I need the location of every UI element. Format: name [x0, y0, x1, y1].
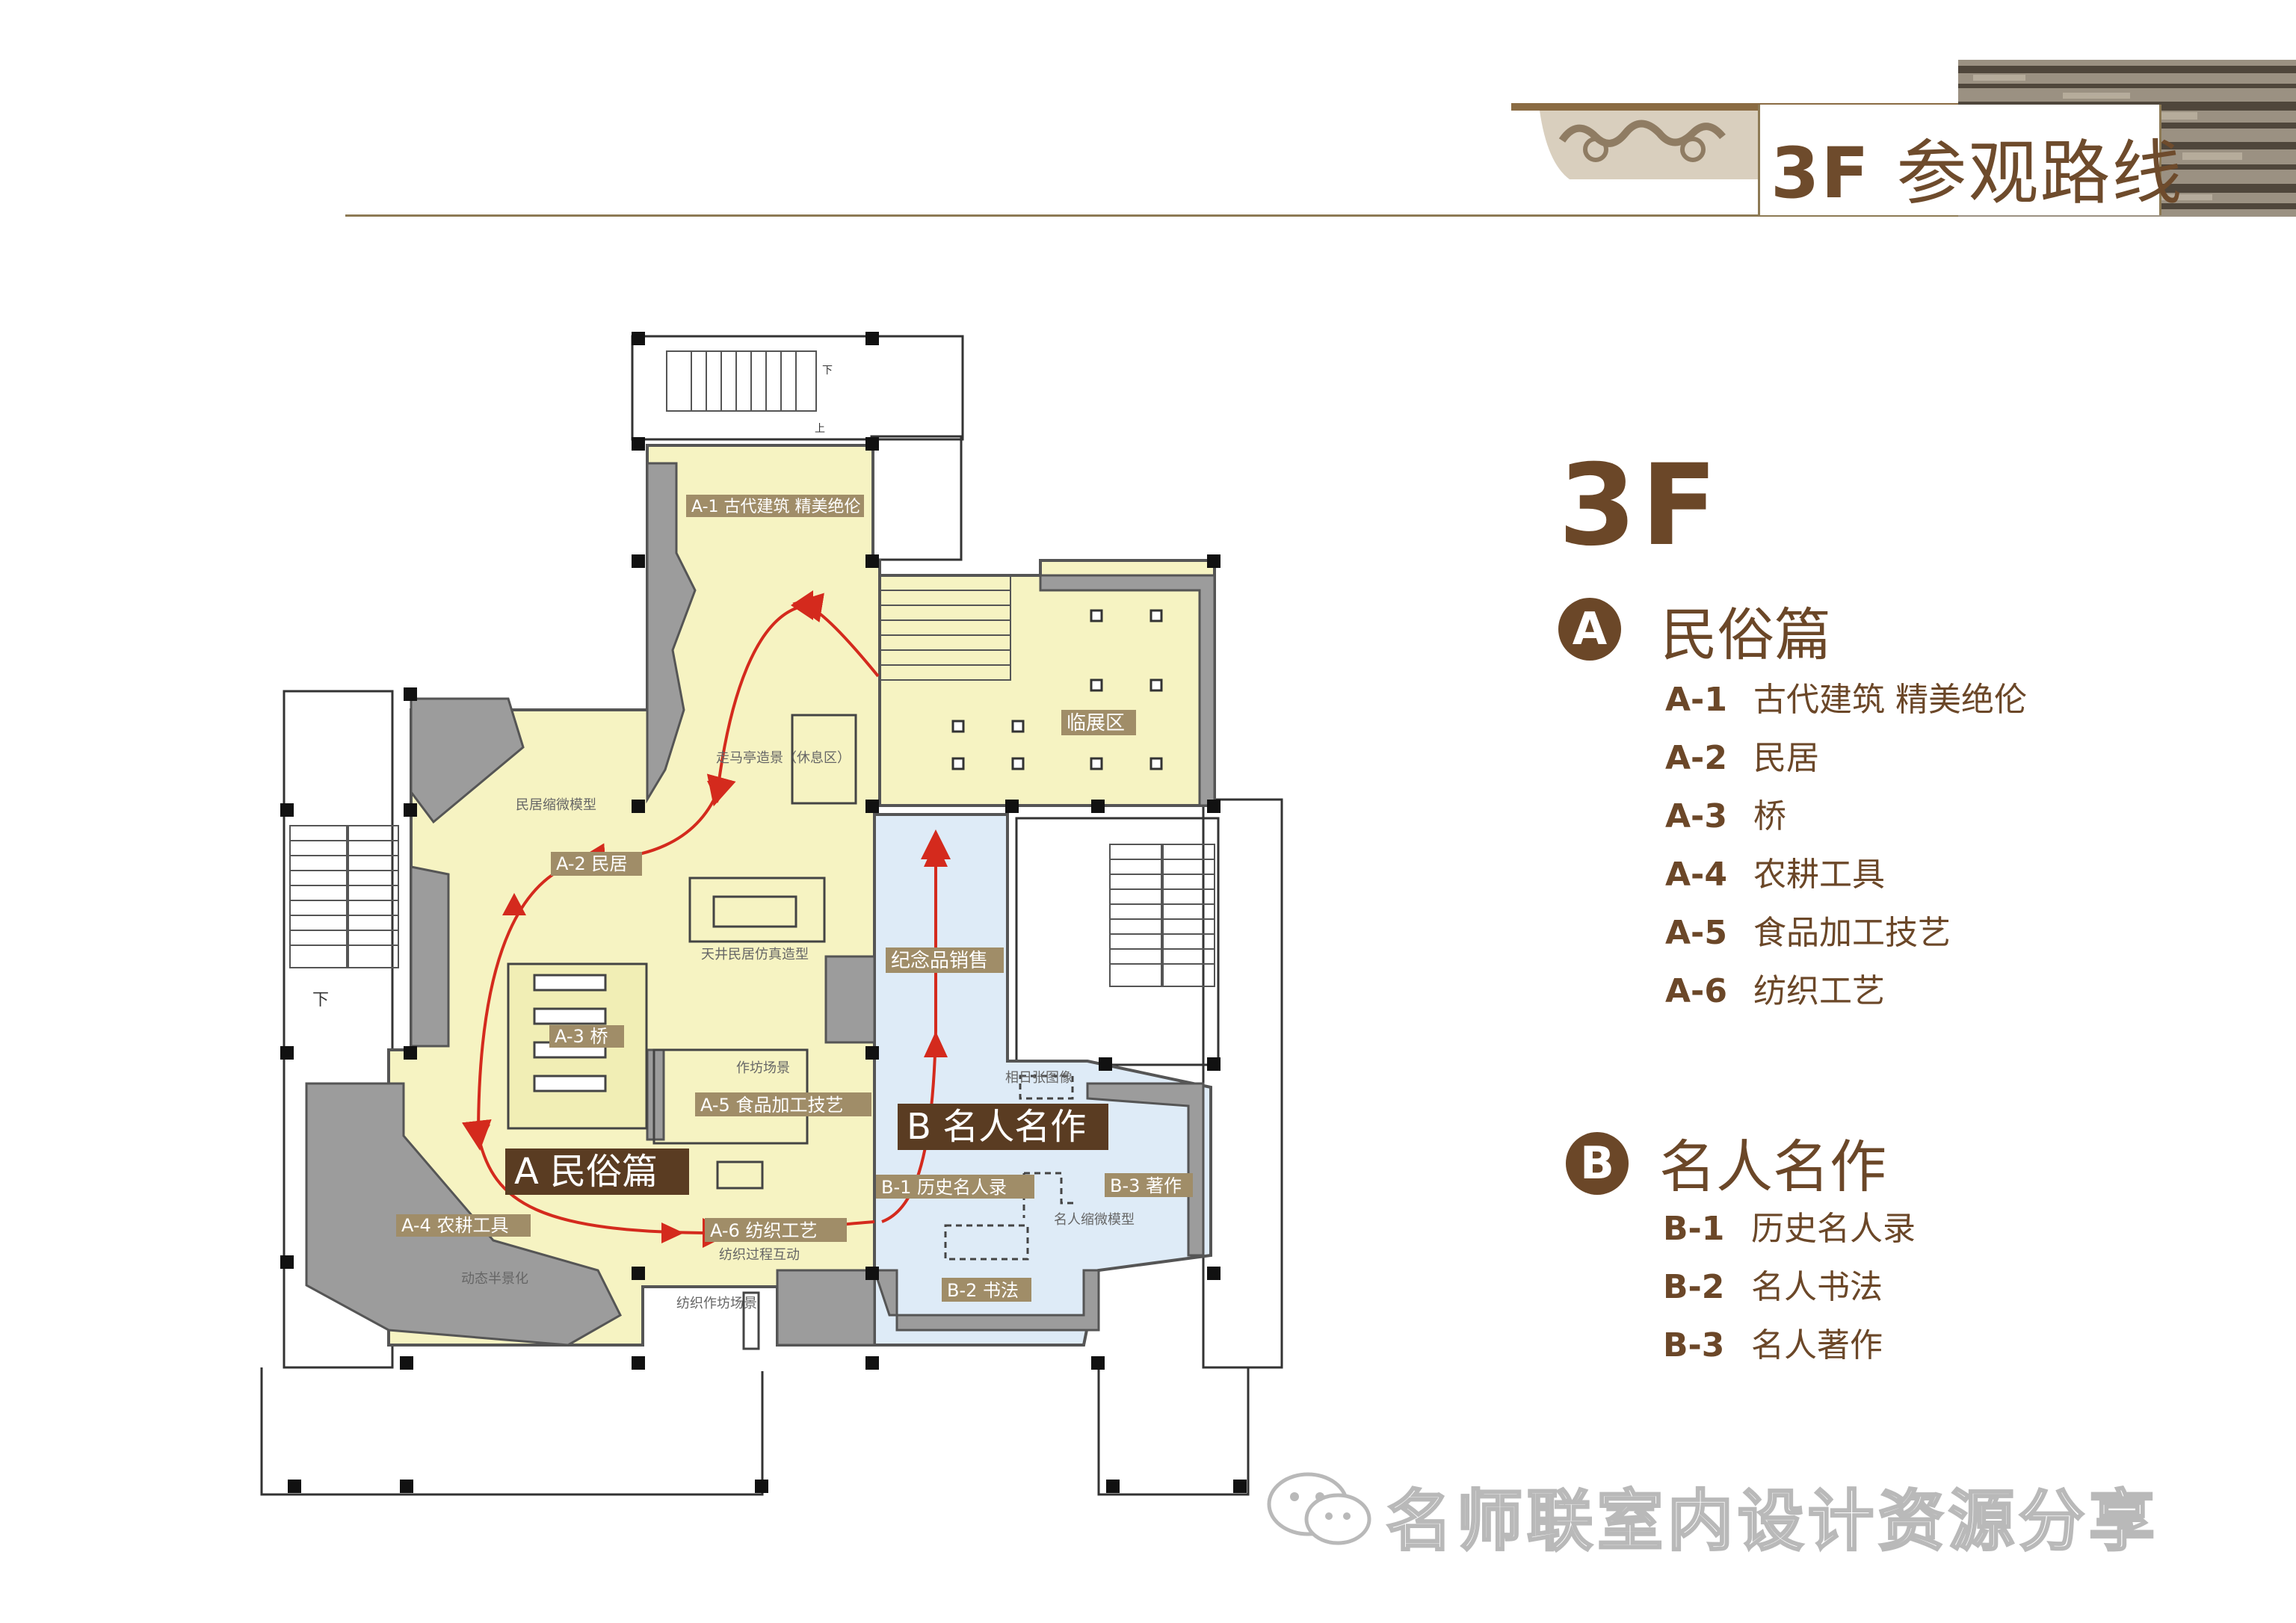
zone-temp-floor: [878, 559, 1216, 807]
watermark-text: 名师联室内设计资源分享: [1385, 1482, 2160, 1561]
tag-section-a: A 民俗篇: [514, 1151, 658, 1193]
bottom-balcony: [260, 1367, 764, 1496]
left-balcony: [283, 690, 394, 1369]
note-workshop: 作坊场景: [736, 1060, 790, 1076]
note-dynamic: 动态半景化: [461, 1271, 528, 1287]
tag-b1: B-1 历史名人录: [881, 1177, 1007, 1198]
stairs: [289, 350, 1215, 987]
stair-temp-area: [879, 575, 1011, 681]
header-rule: [345, 214, 2296, 217]
stair-top: [666, 350, 817, 412]
note-down: 下: [312, 991, 329, 1010]
stair-top-up-note: 上: [815, 423, 825, 435]
section-a-title: 民俗篇: [1661, 602, 1831, 668]
tag-temp-exhibit: 临展区: [1067, 712, 1125, 735]
stair-right: [1109, 844, 1215, 987]
top-stair-box: [631, 335, 964, 441]
tag-souvenir: 纪念品销售: [891, 950, 988, 972]
note-portrait: 相日张图像: [1005, 1070, 1073, 1086]
tag-a2: A-2 民居: [556, 853, 627, 874]
route-main: [461, 593, 880, 1248]
route-arrows: [468, 590, 948, 1243]
carved-ornament: [1540, 111, 1764, 179]
tag-a1: A-1 古代建筑 精美绝伦: [691, 498, 861, 516]
tour-route: [461, 593, 951, 1248]
route-b: [881, 829, 951, 1223]
stair-left: [289, 825, 399, 968]
tag-section-b: B 名人名作: [907, 1106, 1086, 1148]
right-stair-room: [1015, 817, 1220, 1066]
note-courtyard-model: 天井民居仿真造型: [701, 947, 809, 962]
tag-a4: A-4 农耕工具: [401, 1215, 508, 1236]
tag-a5: A-5 食品加工技艺: [700, 1095, 843, 1116]
temp-exhibit-columns: [951, 609, 1163, 770]
stair-top-down-note: 下: [822, 365, 833, 377]
tag-b3: B-3 著作: [1110, 1175, 1182, 1196]
note-weaving-scene: 纺织作坊场景: [676, 1296, 757, 1311]
zone-b-floor: [873, 813, 1212, 1347]
section-a-badge: A: [1558, 598, 1621, 661]
section-b-badge: B: [1566, 1132, 1629, 1195]
note-pavilion: 走马亭造景（休息区）: [716, 750, 851, 766]
wechat-icon: [1267, 1472, 1371, 1545]
floor-number: 3F: [1558, 441, 1722, 571]
elevator-box: [870, 435, 963, 561]
tag-b2: B-2 书法: [947, 1280, 1019, 1301]
plan-notes: 走马亭造景（休息区） 民居缩微模型 天井民居仿真造型 作坊场景 动态半景化 纺织…: [312, 750, 1135, 1311]
plan-tags: A-1 古代建筑 精美绝伦 A-2 民居 A-3 桥 A-4 农耕工具 A-5 …: [396, 495, 1193, 1302]
page-title: 3F 参观路线: [1771, 133, 2184, 214]
note-celebrity-model: 名人缩微模型: [1054, 1212, 1135, 1228]
section-b-title: 名人名作: [1659, 1134, 1886, 1200]
title-box: 3F 参观路线: [1758, 105, 2182, 215]
tag-a3: A-3 桥: [555, 1026, 608, 1047]
note-house-model: 民居缩微模型: [516, 797, 596, 813]
note-weaving-process: 纺织过程互动: [719, 1247, 800, 1263]
tag-a6: A-6 纺织工艺: [710, 1220, 817, 1241]
bottom-right-balcony: [1097, 1367, 1250, 1496]
